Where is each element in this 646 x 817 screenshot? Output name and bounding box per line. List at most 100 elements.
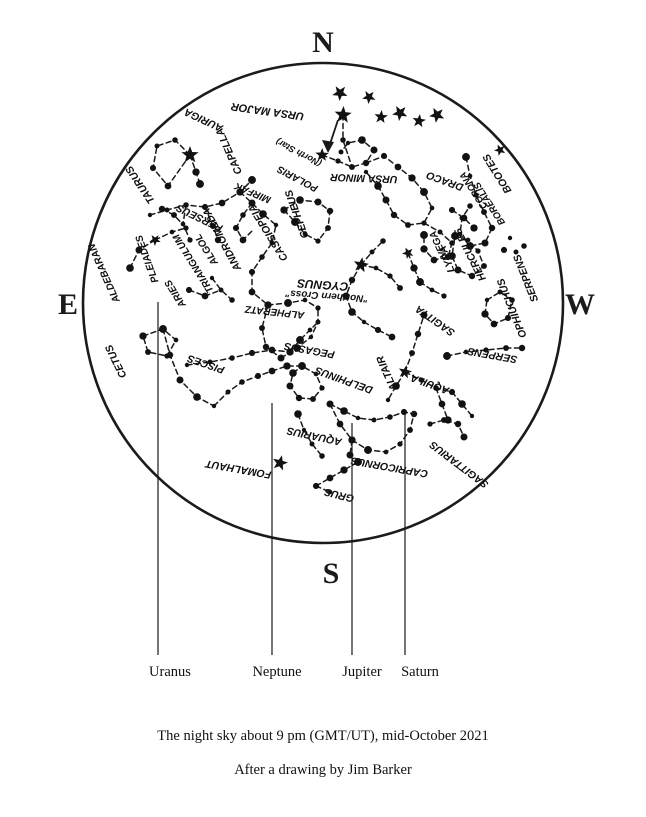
- star-dot: [308, 334, 314, 340]
- star-dot: [289, 369, 297, 377]
- star-dot: [209, 275, 215, 281]
- star-dot: [218, 199, 226, 207]
- star-dot: [387, 273, 393, 279]
- star-dot: [509, 297, 515, 303]
- star-dot: [380, 152, 388, 160]
- star-dot: [314, 198, 322, 206]
- constellation-label: VEGA: [428, 229, 450, 259]
- constellation-label: SERPENS: [511, 253, 541, 304]
- star-dot: [173, 337, 179, 343]
- constellation-label: GRUS: [323, 485, 355, 504]
- star-dot: [259, 325, 265, 331]
- star-dot: [319, 385, 325, 391]
- star-dot: [183, 202, 189, 208]
- constellation-label: DRACO: [425, 169, 465, 193]
- bright-star: [402, 247, 414, 259]
- planet-label-neptune: Neptune: [252, 664, 301, 680]
- planet-label-uranus: Uranus: [149, 664, 191, 680]
- star-dot: [441, 417, 447, 423]
- star-dot: [294, 410, 302, 418]
- star-dot: [229, 355, 235, 361]
- star-dot: [326, 400, 334, 408]
- star-dot: [521, 243, 527, 249]
- star-dot: [348, 276, 356, 284]
- star-dot: [239, 236, 247, 244]
- star-dot: [437, 229, 443, 235]
- star-dot: [418, 377, 424, 383]
- star-dot: [319, 453, 325, 459]
- star-dot: [407, 427, 413, 433]
- star-dot: [184, 362, 190, 368]
- star-dot: [481, 239, 489, 247]
- star-dot: [448, 206, 456, 214]
- constellation-line: [407, 252, 421, 283]
- star-dot: [183, 225, 189, 231]
- star-dot: [149, 164, 157, 172]
- star-dot: [296, 336, 304, 344]
- star-dot: [248, 176, 256, 184]
- star-dot: [293, 344, 301, 352]
- star-dot: [460, 433, 468, 441]
- star-dot: [410, 264, 418, 272]
- star-dot: [373, 265, 379, 271]
- star-dot: [280, 206, 288, 214]
- star-dot: [201, 203, 209, 211]
- constellation-label: AQUILA: [409, 371, 452, 396]
- constellation-label: ALDEBARAN: [86, 241, 123, 305]
- star-dot: [180, 221, 186, 227]
- horizon-circle: [81, 61, 565, 545]
- star-dot: [408, 174, 416, 182]
- star-dot: [340, 407, 348, 415]
- star-dot: [291, 218, 299, 226]
- star-dot: [171, 212, 177, 218]
- star-dot: [154, 143, 160, 149]
- star-dot: [387, 414, 393, 420]
- constellation-line: [451, 209, 475, 229]
- star-dot: [345, 140, 351, 146]
- star-dot: [490, 320, 498, 328]
- star-dot: [397, 441, 403, 447]
- bright-star: [429, 107, 445, 123]
- star-dot: [497, 289, 503, 295]
- constellation-line: [360, 264, 401, 289]
- star-dot: [302, 297, 308, 303]
- star-dot: [283, 362, 291, 370]
- constellation-line: [251, 256, 269, 306]
- constellation-label: POLARIS: [275, 163, 320, 194]
- constellation-line: [297, 413, 323, 457]
- star-dot: [315, 305, 321, 311]
- star-dot: [507, 235, 513, 241]
- star-dot: [400, 408, 408, 416]
- star-dot: [429, 287, 435, 293]
- constellation-label: ALTAIR: [374, 354, 401, 394]
- star-dot: [392, 382, 400, 390]
- star-dot: [214, 236, 222, 244]
- star-dot: [196, 180, 204, 188]
- star-dot: [465, 237, 471, 243]
- star-dot: [164, 207, 170, 213]
- star-dot: [207, 359, 213, 365]
- bright-star: [181, 146, 199, 163]
- star-dot: [348, 308, 356, 316]
- star-dot: [268, 367, 276, 375]
- cardinal-n: N: [312, 26, 334, 59]
- star-dot: [313, 371, 319, 377]
- cardinal-e: E: [58, 288, 78, 321]
- star-dot: [268, 346, 276, 354]
- horizon-circle-group: [81, 61, 565, 545]
- star-dot: [248, 288, 256, 296]
- constellation-label: ARIES: [163, 277, 189, 310]
- bright-star: [412, 114, 426, 128]
- constellation-label: PISCES: [186, 352, 226, 376]
- star-dot: [187, 237, 193, 243]
- constellation-label: SAGITTARIUS: [427, 438, 490, 490]
- star-dot: [410, 410, 418, 418]
- bright-star: [273, 455, 288, 471]
- star-dot: [354, 458, 362, 466]
- pointer-arrow-head: [322, 140, 334, 153]
- star-dot: [139, 332, 147, 340]
- planet-label-jupiter: Jupiter: [342, 664, 382, 680]
- star-dot: [302, 231, 308, 237]
- star-dot: [457, 231, 463, 237]
